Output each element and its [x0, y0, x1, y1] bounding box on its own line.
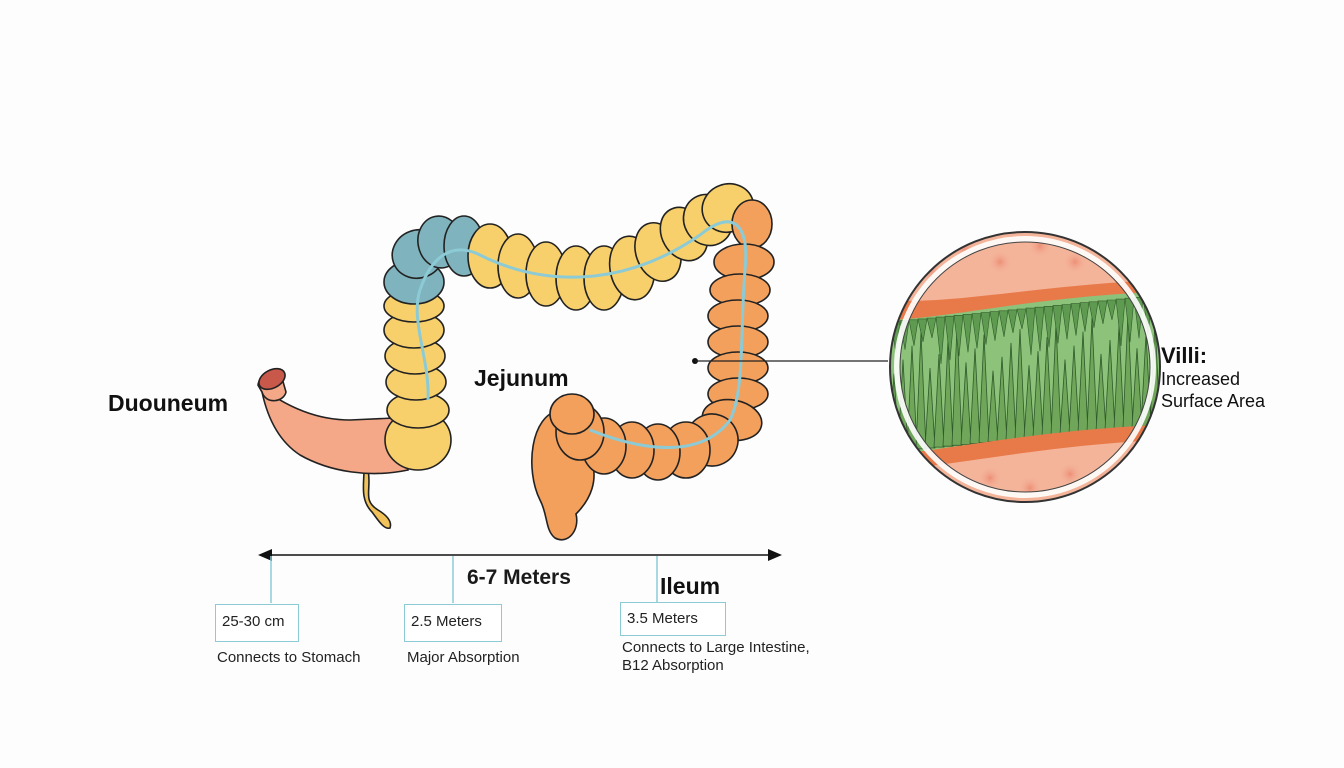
villus [935, 316, 946, 365]
tissue-cell [938, 478, 962, 502]
villus [953, 315, 964, 357]
villi-title: Villi: [1161, 343, 1208, 368]
villus [969, 348, 981, 444]
villus [998, 310, 1009, 337]
duodenum-note: Connects to Stomach [217, 649, 361, 666]
duodenum-length-box: 25-30 cm [215, 604, 299, 642]
villus [980, 312, 991, 345]
villi-desc-line1: Increased [1161, 369, 1241, 389]
villus [971, 313, 982, 349]
tissue-cell [1058, 462, 1082, 486]
villus [1034, 306, 1045, 352]
villus [933, 354, 945, 448]
villus [1115, 298, 1126, 347]
ileum-length-box: 3.5 Meters [620, 602, 726, 636]
duodenum-tube [257, 367, 409, 475]
villus [944, 315, 955, 361]
villus [942, 340, 954, 447]
ileum-note-line1: Connects to Large Intestine, [622, 639, 810, 656]
tissue-cell [988, 250, 1012, 274]
villus [951, 326, 963, 446]
villus [908, 319, 919, 346]
villus [1007, 309, 1018, 333]
jejunum-length-box: 2.5 Meters [404, 604, 502, 642]
villus [1079, 302, 1090, 332]
villus [1097, 300, 1108, 324]
villus [915, 331, 927, 450]
villus [960, 362, 972, 445]
ileum-label: Ileum [660, 573, 721, 599]
jejunum-note: Major Absorption [407, 649, 520, 666]
intestine-segments [383, 182, 775, 481]
villus [1052, 305, 1063, 344]
villus [1061, 304, 1072, 340]
tissue-cell [1098, 238, 1122, 262]
intestine-segment [549, 393, 595, 435]
lumen-line [415, 220, 748, 449]
villus [1070, 303, 1081, 336]
villus [1088, 301, 1099, 328]
villus [989, 311, 1000, 341]
jejunum-label: Jejunum [474, 365, 569, 391]
villus [917, 318, 928, 342]
villus [1016, 308, 1027, 330]
bile-duct [362, 469, 392, 530]
total-length-label: 6-7 Meters [467, 566, 571, 589]
duodenum-label: Duouneum [108, 390, 229, 416]
villus [1025, 307, 1036, 356]
villus [1106, 299, 1117, 321]
villus [1043, 306, 1054, 348]
villi-desc-line2: Surface Area [1161, 391, 1266, 411]
tissue-cell [1128, 450, 1152, 474]
length-axis [258, 549, 782, 603]
intestine-segment [731, 199, 773, 249]
tissue-cell [1063, 250, 1087, 274]
villi-magnified-view [890, 232, 1160, 502]
villus [962, 314, 973, 353]
tissue-cell [978, 466, 1002, 490]
ileum-note-line2: B12 Absorption [622, 657, 724, 674]
villi-circle-border [889, 231, 1161, 503]
villus [926, 317, 937, 339]
